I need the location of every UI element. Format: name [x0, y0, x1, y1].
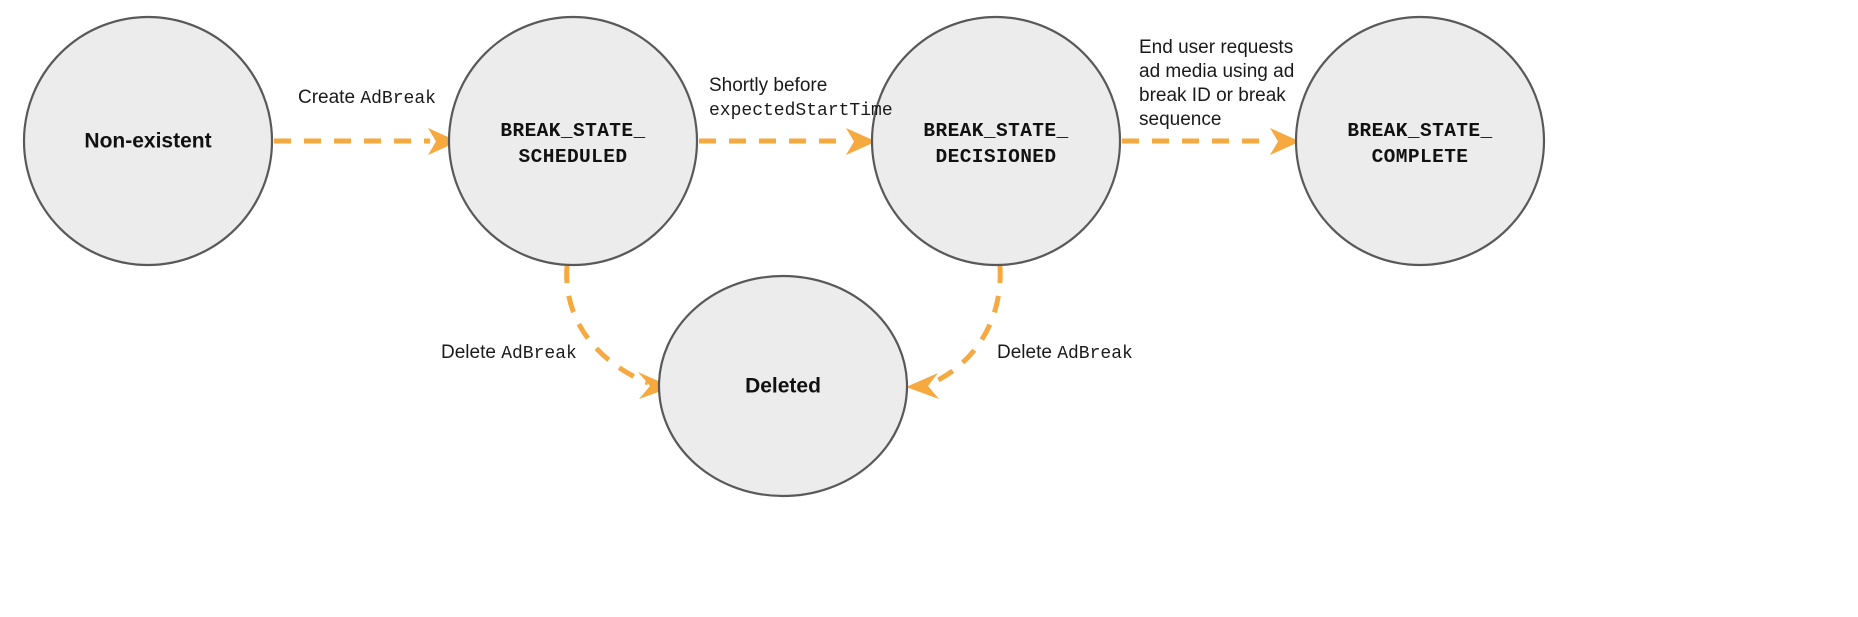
- edge-label-delete-adbreak-right: Delete AdBreak: [997, 342, 1133, 364]
- edge-label-delete-left-text: Delete AdBreak: [441, 342, 577, 364]
- edge-delete-adbreak-from-decisioned: [906, 265, 1003, 399]
- edge-label-end-user-line3: break ID or break: [1139, 85, 1286, 106]
- node-non-existent[interactable]: Non-existent: [22, 15, 274, 267]
- node-break-state-decisioned[interactable]: BREAK_STATE_ DECISIONED: [870, 15, 1122, 267]
- edge-label-end-user-requests: End user requests ad media using ad brea…: [1139, 37, 1294, 130]
- edge-create-adbreak-arrowhead: [428, 128, 458, 155]
- node-break-state-scheduled-label-line2: SCHEDULED: [519, 146, 628, 168]
- node-break-state-scheduled[interactable]: BREAK_STATE_ SCHEDULED: [447, 15, 699, 267]
- node-break-state-decisioned-label-line2: DECISIONED: [935, 146, 1056, 168]
- edge-label-delete-left-part2: AdBreak: [501, 344, 577, 364]
- edge-label-end-user-line4: sequence: [1139, 109, 1221, 130]
- node-break-state-scheduled-shape[interactable]: [447, 15, 699, 267]
- edge-label-delete-right-part2: AdBreak: [1057, 344, 1133, 364]
- edge-label-shortly-before: Shortly before expectedStartTime: [709, 75, 893, 121]
- node-break-state-decisioned-shape[interactable]: [870, 15, 1122, 267]
- edge-label-end-user-line2: ad media using ad: [1139, 61, 1294, 82]
- edge-label-shortly-before-line1: Shortly before: [709, 75, 827, 96]
- node-break-state-complete[interactable]: BREAK_STATE_ COMPLETE: [1294, 15, 1546, 267]
- node-deleted[interactable]: Deleted: [657, 274, 909, 498]
- edge-end-user-requests-ad-media: [1122, 128, 1300, 155]
- node-deleted-label: Deleted: [745, 375, 821, 398]
- node-break-state-complete-shape[interactable]: [1294, 15, 1546, 267]
- edge-label-delete-right-part1: Delete: [997, 342, 1057, 363]
- edge-delete-adbreak-from-scheduled: [564, 265, 672, 399]
- edge-label-delete-left-part1: Delete: [441, 342, 501, 363]
- edge-label-delete-right-text: Delete AdBreak: [997, 342, 1133, 364]
- node-break-state-complete-label-line1: BREAK_STATE_: [1347, 120, 1492, 142]
- edge-label-end-user-line1: End user requests: [1139, 37, 1293, 58]
- edge-delete-left-arrowhead: [638, 372, 672, 399]
- edge-delete-right-arrowhead: [906, 373, 939, 399]
- edge-delete-left-line: [564, 265, 649, 386]
- edge-label-create-adbreak-part2: AdBreak: [360, 89, 436, 109]
- edge-shortly-before-arrowhead: [846, 128, 876, 155]
- edge-label-create-adbreak: Create AdBreak: [298, 87, 436, 109]
- node-break-state-decisioned-label-line1: BREAK_STATE_: [923, 120, 1068, 142]
- edge-shortly-before-expectedstarttime: [699, 128, 876, 155]
- edge-label-create-adbreak-part1: Create: [298, 87, 360, 108]
- edge-delete-right-line: [928, 265, 1003, 387]
- node-deleted-shape[interactable]: [657, 274, 909, 498]
- node-break-state-scheduled-label-line1: BREAK_STATE_: [500, 120, 645, 142]
- edge-create-adbreak: [274, 128, 458, 155]
- node-break-state-complete-label-line2: COMPLETE: [1372, 146, 1469, 168]
- node-non-existent-shape[interactable]: [22, 15, 274, 267]
- edge-end-user-requests-arrowhead: [1270, 128, 1300, 155]
- edge-label-expected-start-time: expectedStartTime: [709, 101, 893, 121]
- edge-label-create-adbreak-text: Create AdBreak: [298, 87, 436, 109]
- node-non-existent-label: Non-existent: [84, 130, 211, 153]
- edge-label-delete-adbreak-left: Delete AdBreak: [441, 342, 577, 364]
